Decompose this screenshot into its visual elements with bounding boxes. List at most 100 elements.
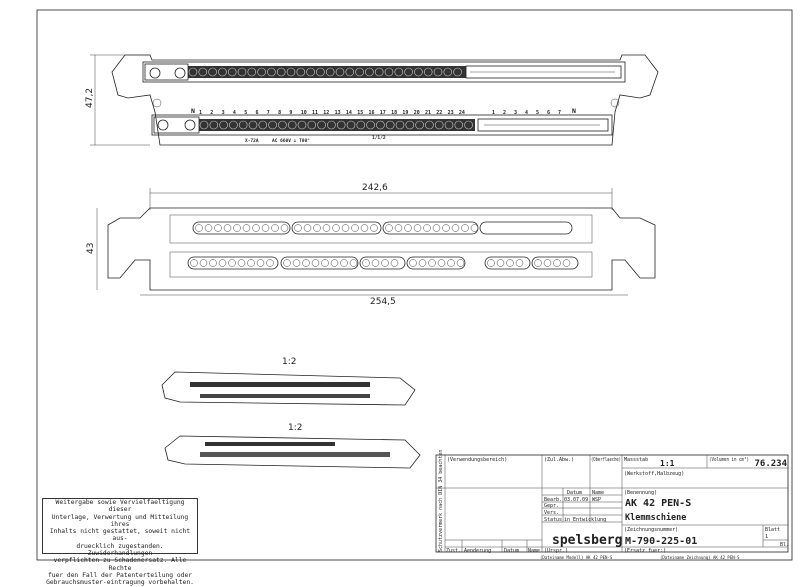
screw-terminal [346, 120, 356, 130]
terminal-hole [543, 259, 552, 267]
screw-terminal [336, 120, 346, 130]
screw-terminal [198, 67, 208, 77]
screw-terminal [307, 120, 317, 130]
screw-terminal [238, 120, 248, 130]
screw-terminal [248, 120, 258, 130]
terminal-number: 4 [233, 110, 236, 116]
screw-terminal [218, 67, 227, 77]
terminal-block [479, 221, 573, 235]
terminal-number: 16 [369, 110, 375, 116]
terminal-hole [223, 224, 232, 232]
terminal-number: 18 [391, 110, 397, 116]
screw-terminal [267, 67, 276, 77]
screw-terminal [453, 67, 462, 77]
terminal-hole [432, 224, 441, 232]
screw-terminal [316, 67, 325, 77]
screw-terminal [327, 120, 336, 130]
werkstoff-label: (Werkstoff,Halbzeug) [624, 471, 684, 477]
blatt-value: 1 [765, 534, 768, 540]
terminal-hole [190, 259, 198, 267]
iso-scale-1: 1:2 [282, 357, 296, 367]
file-drawing: (Dateiname Zeichnung) AK_42_PEN-S [660, 555, 740, 560]
width-dimension-inner: 242,6 [362, 183, 388, 193]
terminal-number: 4 [525, 110, 528, 116]
verwendungsbereich-label: (Verwendungsbereich) [447, 457, 507, 463]
terminal-block [359, 256, 406, 270]
file-model: (Dateiname Modell) AK_42_PEN-S [540, 555, 613, 560]
terminal-block [280, 256, 359, 270]
terminal-hole [418, 259, 427, 267]
screw-terminal [208, 67, 217, 77]
width-dimension-outer: 254,5 [370, 297, 396, 307]
benennung-label: (Benennung) [624, 490, 657, 496]
screw-terminal [345, 67, 355, 77]
terminal-hole [534, 259, 542, 267]
screw-terminal [325, 67, 335, 77]
terminal-hole [311, 259, 320, 267]
iso-view-2: 1:2 [164, 423, 421, 469]
massstab-label: Massstab [624, 457, 648, 463]
screw-terminal [356, 120, 366, 130]
screw-terminal [227, 67, 237, 77]
rev-name-label: Name [528, 548, 540, 554]
terminal-hole [340, 259, 348, 267]
terminal-number: 1 [492, 110, 495, 116]
terminal-hole [283, 259, 291, 267]
terminal-hole [313, 224, 321, 232]
screw-terminal [405, 120, 415, 130]
protection-note: Schutzvermerk nach DIN 34 beachten [438, 450, 444, 552]
terminal-hole [470, 224, 479, 232]
iso-scale-2: 1:2 [288, 423, 302, 433]
terminal-hole [266, 259, 274, 267]
notice-line: Inhalts nicht gestattet, soweit nicht au… [49, 528, 191, 543]
notice-line: Weitergabe sowie Vervielfaeltigung diese… [55, 499, 185, 514]
zust-label: Zust. [446, 548, 461, 554]
terminal-hole [214, 224, 222, 232]
terminal-hole [506, 259, 514, 267]
screw-terminal [286, 67, 296, 77]
drawing-number: M-790-225-01 [625, 536, 697, 547]
ersatz-label: (Ersatz fuer:) [624, 548, 666, 554]
terminal-number: 19 [402, 110, 408, 116]
terminal-hole [496, 259, 505, 267]
terminal-hole [209, 259, 217, 267]
screw-terminal [188, 67, 198, 77]
screw-terminal [365, 67, 374, 77]
screw-terminal [425, 120, 434, 130]
screw-terminal [219, 120, 228, 130]
terminal-hole [370, 224, 378, 232]
terminal-hole [302, 259, 310, 267]
screw-terminal [287, 120, 297, 130]
terminal-hole [553, 259, 561, 267]
ursprung-label: (Urspr.) [544, 548, 568, 554]
screw-terminal [237, 67, 247, 77]
screw-terminal [268, 120, 277, 130]
terminal-hole [413, 224, 422, 232]
screw-terminal [434, 120, 444, 130]
terminal-number: 12 [323, 110, 329, 116]
vers-label: Vers. [544, 510, 559, 516]
terminal-number: 7 [267, 110, 270, 116]
terminal-block [187, 256, 279, 270]
terminal-number: 9 [289, 110, 292, 116]
notice-line: Unterlage, Verwertung und Mitteilung ihr… [51, 513, 189, 528]
terminal-number: 17 [380, 110, 386, 116]
terminal-number: 3 [514, 110, 517, 116]
screw-terminal [464, 120, 473, 130]
terminal-block [406, 256, 466, 270]
height-dimension-front: 43 [86, 243, 96, 254]
terminal-hole [447, 259, 455, 267]
spelsberg-logo: spelsberg [552, 533, 622, 548]
blatt-label: Blatt [765, 527, 780, 533]
terminal-number: 7 [558, 110, 561, 116]
terminal-number: 15 [357, 110, 363, 116]
terminal-number: 5 [536, 110, 539, 116]
terminal-hole [256, 259, 265, 267]
terminal-hole [330, 259, 339, 267]
terminal-hole [247, 259, 255, 267]
terminal-hole [332, 224, 340, 232]
terminal-number: 3 [222, 110, 225, 116]
volumen-value: 76.234 [754, 459, 787, 469]
terminal-hole [515, 259, 524, 267]
